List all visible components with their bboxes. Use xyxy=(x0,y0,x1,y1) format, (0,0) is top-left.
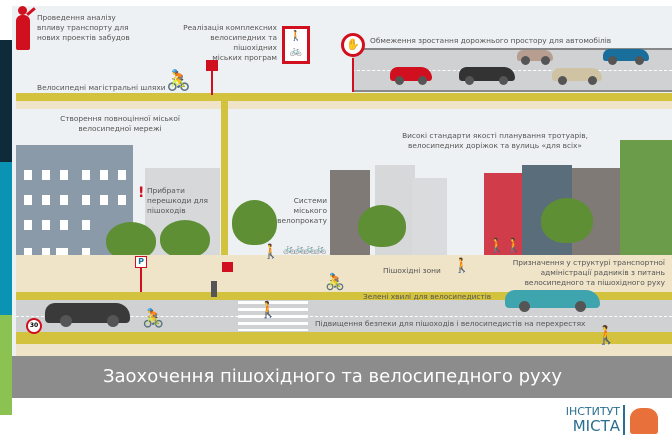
car-teal xyxy=(505,290,600,312)
tree xyxy=(160,220,210,258)
bike-route-sign-icon xyxy=(222,262,233,272)
checklist-pedestrian-bike-icon: 🚶🚲 xyxy=(282,26,310,64)
label-line: Призначення у структурі транспортної xyxy=(512,258,665,267)
cyclist-icon: 🚴 xyxy=(166,68,191,92)
car-dark xyxy=(45,303,130,327)
label-line: велопрокату xyxy=(277,216,327,225)
pedestrians-icon: 🚶🚶 xyxy=(488,238,523,254)
label-line: нових проектів забудов xyxy=(37,33,130,42)
banner-title: Заохочення пішохідного та велосипедного … xyxy=(12,356,672,398)
tree xyxy=(106,222,156,260)
stop-hand-icon: ✋ xyxy=(341,33,365,57)
side-strip-dark xyxy=(0,40,12,162)
label-line: велосипедних та пішохідних xyxy=(210,33,277,52)
label-line: міського xyxy=(293,206,327,215)
label-green-wave: Зелені хвилі для велосипедистів xyxy=(363,292,492,301)
label-line: Прибрати xyxy=(147,186,185,195)
bike-path-vertical xyxy=(221,100,228,295)
label-line: Системи xyxy=(293,196,327,205)
label-standards: Високі стандарти якості планування троту… xyxy=(390,131,600,151)
sign-pole xyxy=(140,268,142,293)
person-pointing-icon xyxy=(18,6,27,15)
tree xyxy=(358,205,406,247)
logo-line2: МІСТА xyxy=(572,417,620,435)
pedestrian-woman-icon: 🚶 xyxy=(453,258,471,274)
logo-line1: ІНСТИТУТ xyxy=(565,405,620,418)
label-line: впливу транспорту для xyxy=(37,23,129,32)
bike-highway-line xyxy=(16,93,672,101)
label-safety: Підвищення безпеки для пішоходів і велос… xyxy=(315,319,586,328)
sign-pole xyxy=(211,71,213,95)
car-brown xyxy=(517,50,553,65)
tree xyxy=(541,198,593,243)
label-advisors: Призначення у структурі транспортної адм… xyxy=(505,258,665,288)
label-obstacles: Прибрати перешкоди для пішоходів xyxy=(147,186,208,216)
label-line: велосипедної мережі xyxy=(78,124,162,133)
bike-route-sign-icon xyxy=(206,60,218,71)
label-line: перешкоди для xyxy=(147,196,208,205)
label-line: Високі стандарти якості планування троту… xyxy=(402,131,588,140)
sign-pole xyxy=(352,58,354,92)
curb-line xyxy=(16,332,672,344)
label-line: адміністрації радників з питань xyxy=(540,268,665,277)
sidewalk-strip xyxy=(16,101,672,109)
lion-logo-icon xyxy=(630,408,658,434)
bike-share-rack-icon: 🚲🚲🚲🚲 xyxy=(283,244,327,255)
car-beige xyxy=(552,68,602,85)
label-programs: Реалізація комплексних велосипедних та п… xyxy=(165,23,277,63)
tree xyxy=(232,200,277,245)
skyline xyxy=(412,178,447,258)
label-line: Проведення аналізу xyxy=(37,13,116,22)
traveler-with-luggage-icon: 🚶 xyxy=(595,325,618,346)
label-line: велосипедного та пішохідного руху xyxy=(524,278,665,287)
person-pointing-icon-body xyxy=(16,15,30,50)
label-line: Реалізація комплексних xyxy=(183,23,277,32)
sidewalk-strip xyxy=(16,344,672,356)
label-line: міських програм xyxy=(212,53,277,62)
building-green xyxy=(620,140,672,258)
label-network: Створення повноцінної міської велосипедн… xyxy=(55,114,185,134)
building-red xyxy=(484,173,524,258)
no-parking-sign-icon: P xyxy=(135,256,147,268)
label-line: Створення повноцінної міської xyxy=(60,114,180,123)
label-bike-share: Системи міського велопрокату xyxy=(272,196,327,226)
crosswalk xyxy=(238,301,308,331)
green-wave-line xyxy=(16,292,672,300)
side-strip-green xyxy=(0,315,12,415)
label-line: велосипедних доріжок та вулиць «для всіх… xyxy=(408,141,582,150)
label-analysis: Проведення аналізу впливу транспорту для… xyxy=(37,13,130,43)
logo-divider xyxy=(623,405,625,435)
cyclist-icon: 🚴 xyxy=(142,308,165,329)
exclamation-icon: ! xyxy=(138,185,145,201)
speed-limit-sign: 30 xyxy=(26,318,42,334)
lane-marking xyxy=(16,316,672,317)
pedestrian-zone xyxy=(16,255,672,292)
logo-text: ІНСТИТУТ МІСТА xyxy=(555,405,620,434)
label-limit-roads: Обмеження зростання дорожнього простору … xyxy=(370,36,612,45)
traffic-light-icon xyxy=(211,281,217,297)
label-ped-zones: Пішохідні зони xyxy=(383,266,441,275)
label-bike-highways: Велосипедні магістральні шляхи xyxy=(37,83,166,92)
side-strip-teal xyxy=(0,162,12,315)
car-blue xyxy=(603,49,649,65)
parent-with-child-icon: 🚶 xyxy=(258,300,278,319)
pedestrian-icon: 🚶 xyxy=(262,244,280,260)
label-line: пішоходів xyxy=(147,206,186,215)
car-black xyxy=(459,67,515,85)
cyclist-icon: 🚴 xyxy=(325,272,345,291)
car-red xyxy=(390,67,432,85)
